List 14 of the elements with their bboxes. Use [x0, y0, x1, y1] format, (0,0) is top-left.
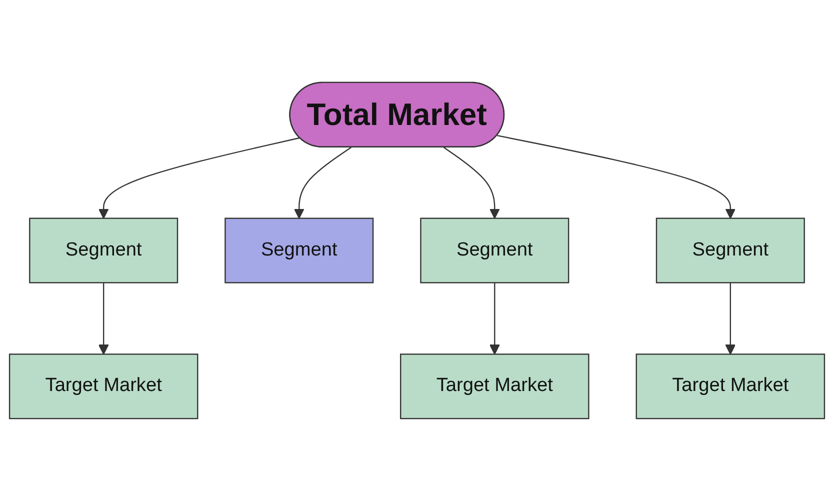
- arrow: [489, 282, 500, 355]
- node-box: Target Market: [636, 354, 826, 420]
- arrow: [443, 146, 500, 219]
- node-box: Target Market: [400, 354, 590, 420]
- node-box: Segment: [224, 218, 374, 284]
- arrow: [98, 282, 109, 355]
- arrow: [98, 137, 300, 219]
- arrow: [294, 146, 352, 219]
- node-box: Target Market: [8, 354, 198, 420]
- arrow: [725, 282, 736, 355]
- node-box: Segment: [420, 218, 570, 284]
- arrow: [497, 134, 736, 219]
- node-box: Segment: [656, 218, 805, 284]
- node-box: Segment: [29, 218, 178, 284]
